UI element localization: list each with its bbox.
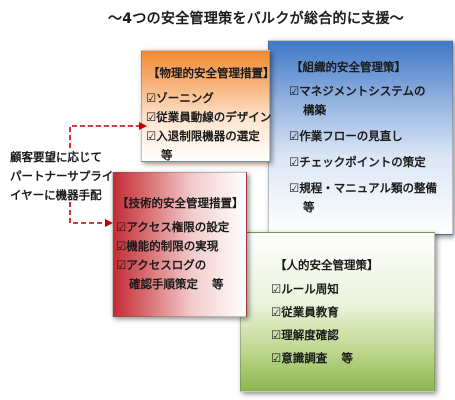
technical-list: ☑アクセス権限の設定 ☑機能的制限の実現 ☑アクセスログの 確認手順策定等 [116, 218, 246, 294]
side-note-line: 顧客要望に応じて [10, 150, 102, 164]
technical-item-continuation-row: 確認手順策定等 [116, 275, 246, 294]
human-item-last: ☑意識調査等 [271, 348, 434, 368]
human-etc: 等 [341, 351, 353, 365]
physical-heading: 【物理的安全管理措置】 [148, 66, 275, 80]
technical-heading: 【技術的安全管理措置】 [117, 196, 244, 210]
organizational-etc: 等 [303, 200, 315, 214]
human-item: ☑従業員教育 [271, 305, 339, 319]
organizational-item: ☑マネジメントシステムの [289, 84, 426, 98]
human-item: ☑ルール周知 [271, 282, 339, 296]
organizational-item-continuation: 構築 [303, 103, 326, 117]
physical-item: ☑従業員動線のデザイン [146, 110, 272, 124]
physical-item: ☑入退制限機器の選定 [146, 129, 260, 143]
organizational-item: ☑チェックポイントの策定 [289, 155, 426, 169]
side-note-line: イヤーに機器手配 [10, 188, 102, 202]
human-measures-panel: 【人的安全管理策】 ☑ルール周知 ☑従業員教育 ☑理解度確認 ☑意識調査等 [240, 232, 435, 392]
organizational-heading: 【組織的安全管理策】 [291, 60, 406, 74]
diagram-title: ～4つの安全管理策をバルクが総合的に支援～ [108, 11, 405, 27]
arrow-to-physical [69, 122, 147, 148]
physical-item: ☑ゾーニング [146, 91, 214, 105]
human-list: ☑ルール周知 ☑従業員教育 ☑理解度確認 ☑意識調査等 [271, 279, 434, 368]
technical-item: ☑アクセス権限の設定 [116, 220, 230, 234]
organizational-list: ☑マネジメントシステムの 構築 ☑作業フローの見直し ☑チェックポイントの策定 … [289, 82, 452, 217]
physical-measures-panel: 【物理的安全管理措置】 ☑ゾーニング ☑従業員動線のデザイン ☑入退制限機器の選… [141, 50, 275, 165]
technical-item: ☑機能的制限の実現 [116, 239, 219, 253]
side-note: 顧客要望に応じて パートナーサプライ イヤーに機器手配 [10, 148, 113, 205]
organizational-item: ☑作業フローの見直し [289, 129, 403, 143]
technical-item-continuation: 確認手順策定 [129, 277, 198, 291]
organizational-measures-panel: 【組織的安全管理策】 ☑マネジメントシステムの 構築 ☑作業フローの見直し ☑チ… [268, 40, 453, 235]
technical-etc: 等 [212, 277, 224, 291]
arrow-to-technical [69, 202, 113, 227]
physical-list: ☑ゾーニング ☑従業員動線のデザイン ☑入退制限機器の選定 等 [146, 89, 272, 165]
human-item: ☑理解度確認 [271, 328, 339, 342]
technical-measures-panel: 【技術的安全管理措置】 ☑アクセス権限の設定 ☑機能的制限の実現 ☑アクセスログ… [112, 172, 247, 317]
technical-item: ☑アクセスログの [116, 258, 207, 272]
physical-etc: 等 [161, 148, 173, 162]
organizational-item: ☑規程・マニュアル類の整備 [289, 181, 437, 195]
human-item: ☑意識調査 [271, 351, 328, 365]
human-heading: 【人的安全管理策】 [275, 258, 379, 272]
side-note-line: パートナーサプライ [10, 169, 114, 183]
